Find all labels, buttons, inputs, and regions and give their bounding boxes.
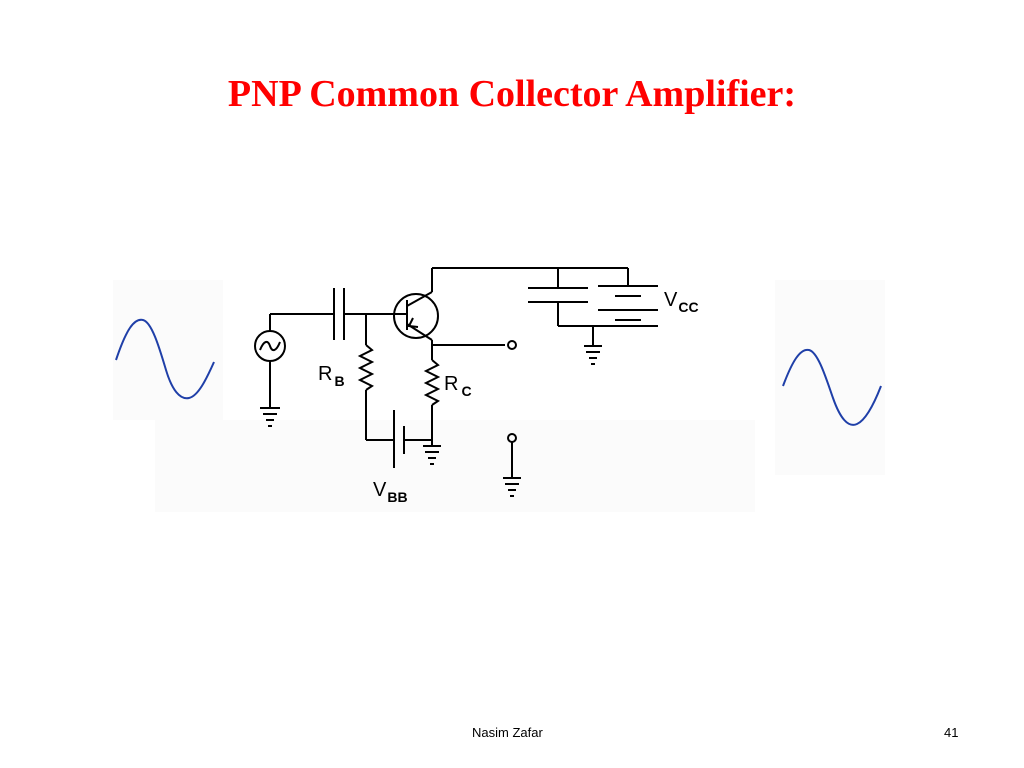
pnp-transistor <box>393 268 439 350</box>
base-resistor <box>357 314 394 441</box>
vbb-battery <box>393 410 432 468</box>
supply-ground-icon <box>584 345 602 365</box>
output-terminal-top <box>432 340 517 350</box>
page-number: 41 <box>944 725 959 740</box>
slide-title: PNP Common Collector Amplifier: <box>227 73 797 115</box>
vcc-label: VCC <box>664 289 699 315</box>
supply-network <box>432 267 658 346</box>
input-waveform <box>115 318 215 400</box>
emitter-ground-icon <box>423 445 441 465</box>
output-waveform <box>782 348 882 426</box>
collector-resistor <box>423 350 441 446</box>
source-ground-icon <box>260 407 280 427</box>
vbb-label: VBB <box>373 479 408 505</box>
footer-author: Nasim Zafar <box>472 725 543 740</box>
coupling-capacitor <box>333 288 394 340</box>
ac-source <box>254 313 334 408</box>
image-background <box>113 280 885 512</box>
output-terminal-bottom <box>503 433 521 497</box>
